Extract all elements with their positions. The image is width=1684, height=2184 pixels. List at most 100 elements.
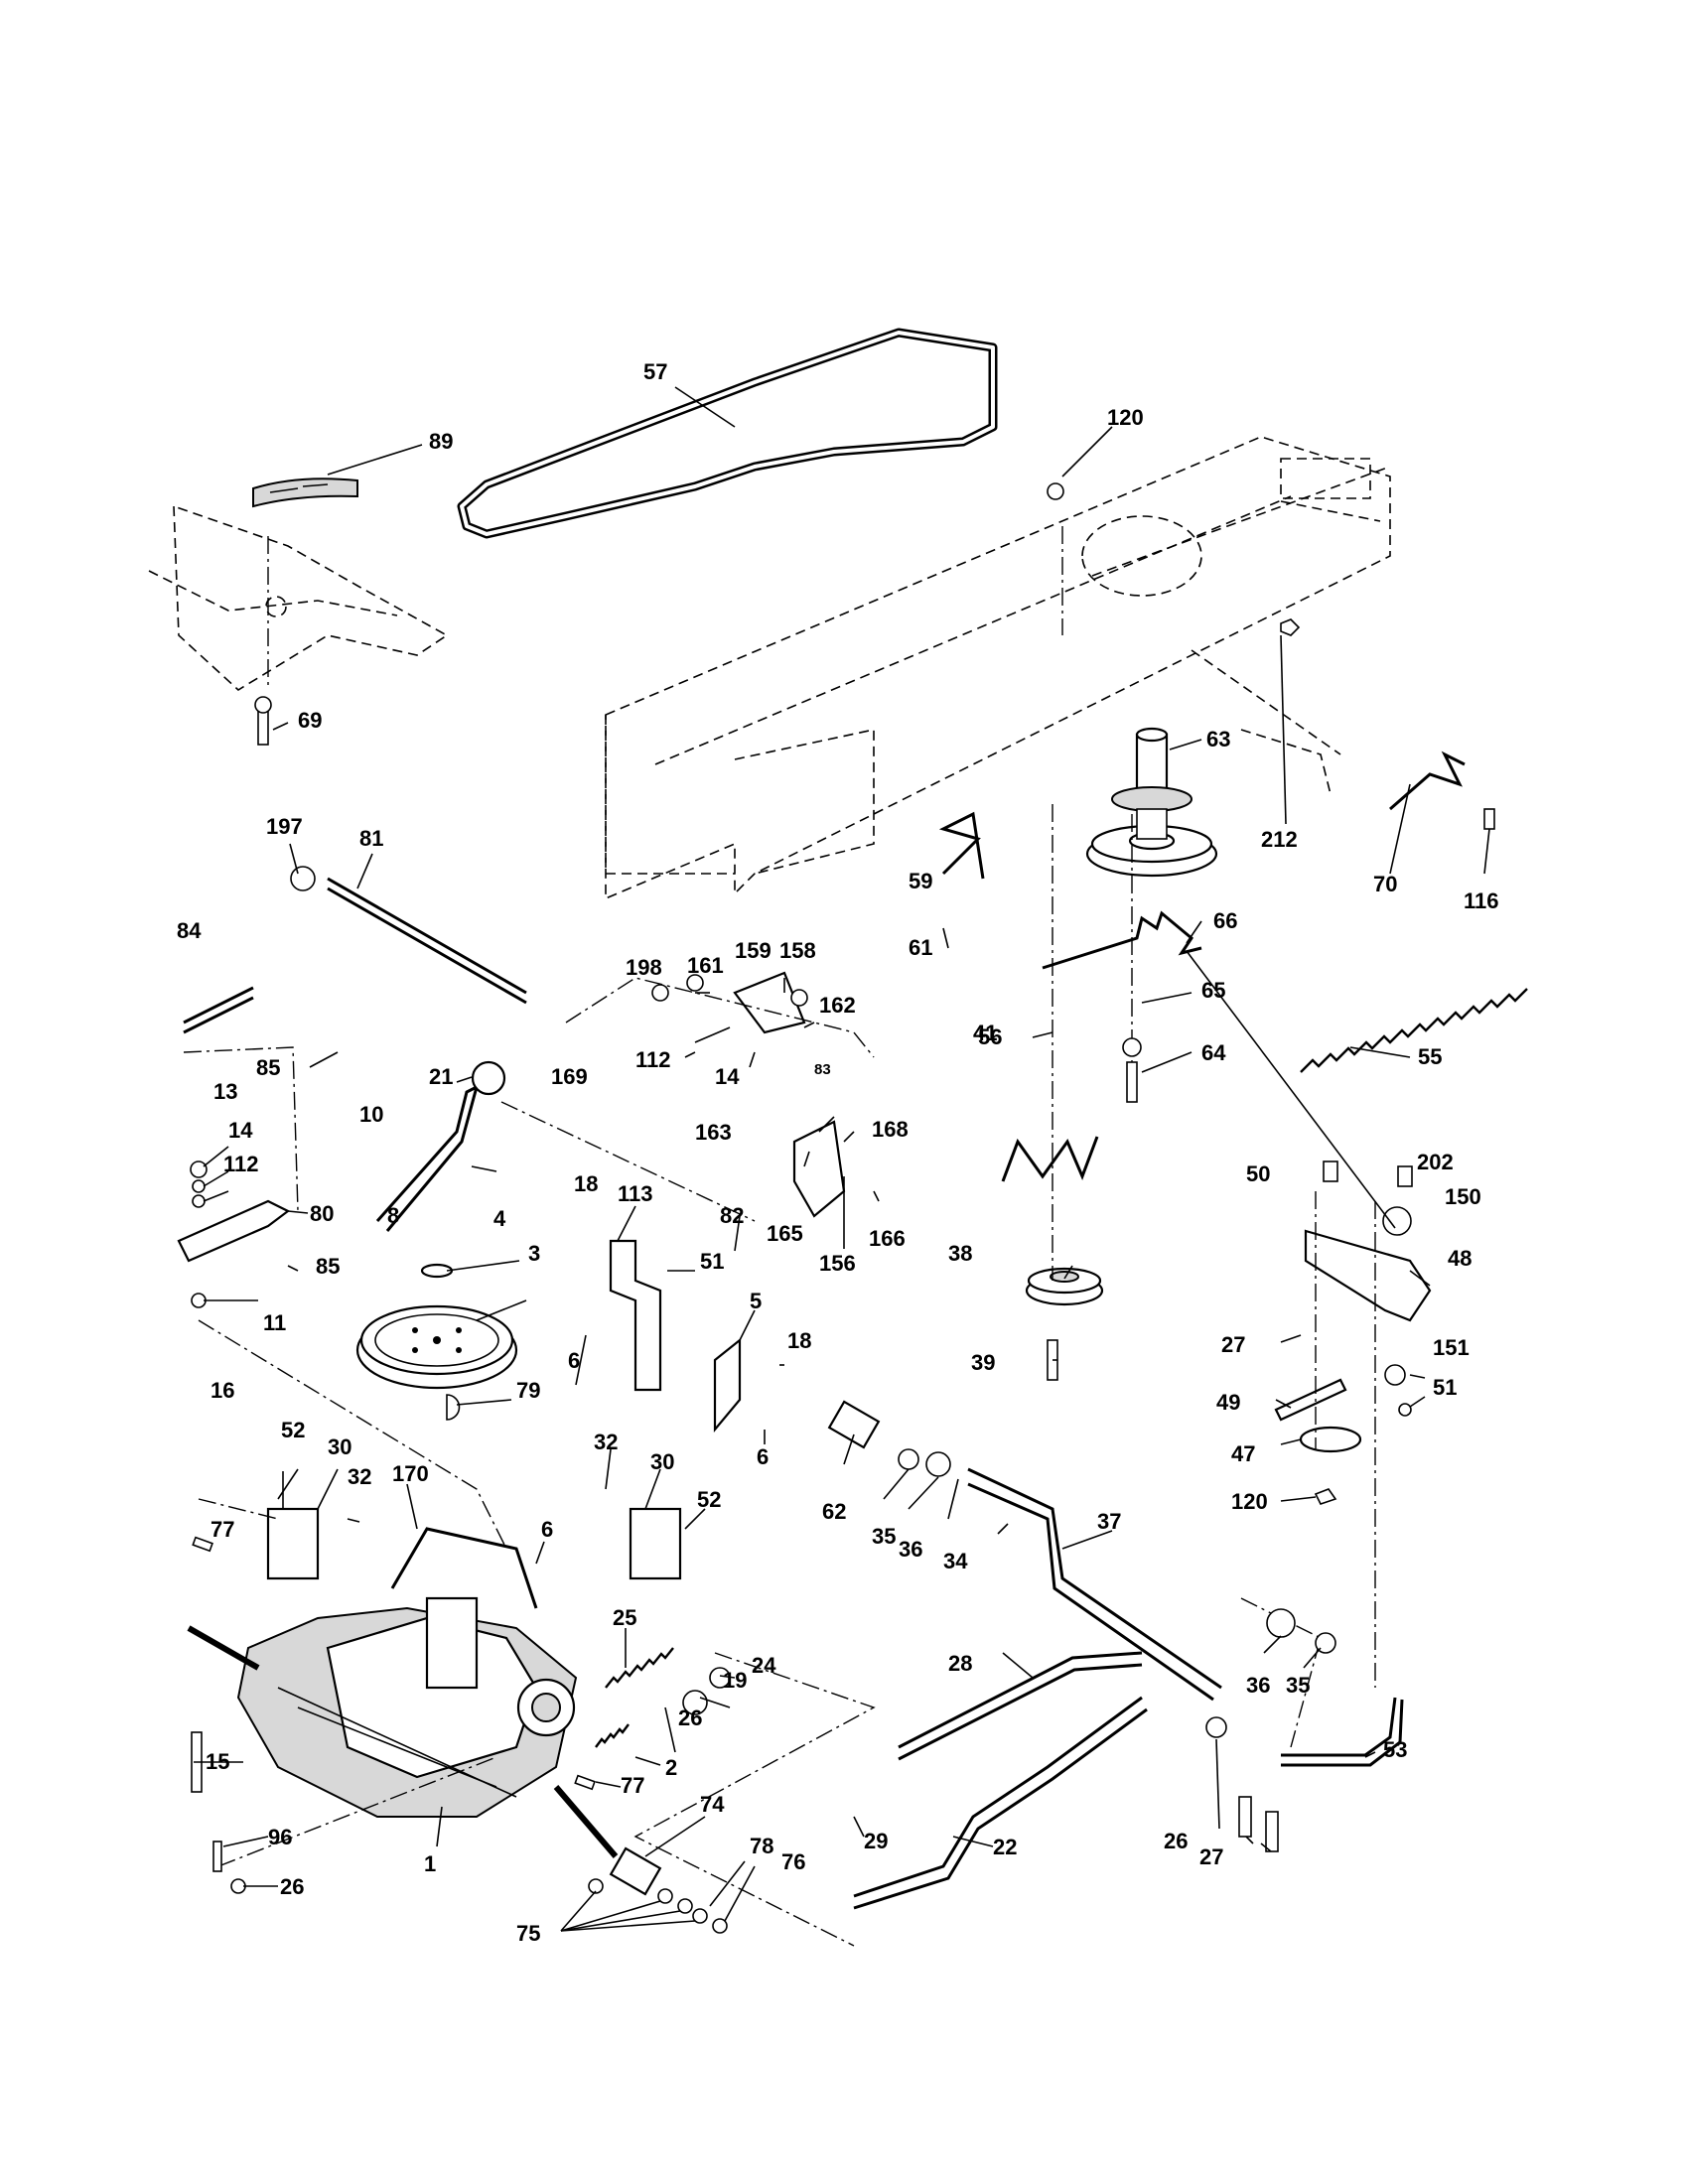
spacer-74: [609, 1846, 662, 1896]
callout-22: 22: [993, 1835, 1017, 1859]
callout-162: 162: [819, 993, 856, 1018]
bracket-5: [713, 1337, 742, 1433]
callout-10: 10: [359, 1102, 383, 1127]
spacer-62: [827, 1400, 881, 1449]
wire-70: [1389, 751, 1466, 811]
callout-89: 89: [429, 429, 453, 454]
callout-120b: 120: [1231, 1489, 1268, 1514]
callout-16: 16: [210, 1378, 234, 1403]
callout-66: 66: [1213, 908, 1237, 933]
callout-159: 159: [735, 938, 772, 963]
callout-84: 84: [177, 918, 202, 943]
callout-25: 25: [613, 1605, 636, 1630]
callout-169: 169: [551, 1064, 588, 1089]
fasteners: [190, 482, 1495, 1934]
callout-120: 120: [1107, 405, 1144, 430]
rod-66: [1042, 910, 1202, 970]
callout-51a: 51: [700, 1249, 724, 1274]
rod-22: [853, 1696, 1148, 1910]
pedal-pad: [252, 478, 358, 508]
callout-158: 158: [779, 938, 816, 963]
callout-4: 4: [493, 1206, 506, 1231]
spring-2: [595, 1723, 630, 1748]
callout-35a: 35: [872, 1524, 896, 1549]
callout-61: 61: [909, 935, 932, 960]
callout-14a: 14: [715, 1064, 740, 1089]
callout-63: 63: [1206, 727, 1230, 751]
callout-85b: 85: [316, 1254, 340, 1279]
knob-21: [471, 1060, 506, 1096]
callout-166: 166: [869, 1226, 906, 1251]
callout-34: 34: [943, 1549, 968, 1573]
rod-28: [898, 1651, 1143, 1761]
callout-27b: 27: [1199, 1844, 1223, 1869]
callout-77a: 77: [210, 1517, 234, 1542]
callout-77b: 77: [621, 1773, 644, 1798]
callout-51b: 51: [1433, 1375, 1457, 1400]
callout-150: 150: [1445, 1184, 1481, 1209]
callout-11: 11: [263, 1310, 286, 1335]
rod-84: [183, 986, 254, 1034]
callout-151: 151: [1433, 1335, 1470, 1360]
bracket-165: [792, 1120, 846, 1218]
callout-197: 197: [266, 814, 303, 839]
callout-59: 59: [909, 869, 932, 893]
callout-32b: 32: [594, 1430, 618, 1454]
plate-30a: [266, 1507, 320, 1580]
callout-52b: 52: [697, 1487, 721, 1512]
rod-170: [390, 1527, 538, 1609]
callout-39: 39: [971, 1350, 995, 1375]
callout-75: 75: [516, 1921, 540, 1946]
plate-30b: [629, 1507, 682, 1580]
hood-outline: [148, 505, 449, 691]
callout-69: 69: [298, 708, 322, 733]
callout-116: 116: [1464, 888, 1499, 913]
callout-78: 78: [750, 1834, 773, 1858]
engine-pulley: [1085, 727, 1218, 878]
callout-83: 83: [814, 1061, 831, 1078]
callout-35b: 35: [1286, 1673, 1310, 1698]
callout-15: 15: [206, 1749, 229, 1774]
wire-clip-41: [1001, 1136, 1099, 1182]
callout-29: 29: [864, 1829, 888, 1853]
callout-74: 74: [700, 1792, 725, 1817]
callout-30b: 30: [650, 1449, 674, 1474]
callout-165: 165: [767, 1221, 803, 1246]
callout-24: 24: [752, 1653, 776, 1678]
callout-47: 47: [1231, 1441, 1255, 1466]
callout-76: 76: [781, 1849, 805, 1874]
callout-65: 65: [1201, 978, 1225, 1003]
callout-62: 62: [822, 1499, 846, 1524]
callout-labels: 57 120 89 69 63 212 70 116 197 81 59 61 …: [177, 359, 1499, 1946]
callout-36a: 36: [899, 1537, 922, 1562]
callout-161: 161: [687, 953, 724, 978]
callout-70: 70: [1373, 872, 1397, 896]
rod-34-37: [967, 1467, 1222, 1702]
transaxle-pulley: [355, 1304, 518, 1390]
callout-56: 56: [978, 1024, 1002, 1049]
wire-59: [938, 811, 985, 880]
callout-27a: 27: [1221, 1332, 1245, 1357]
callout-26a: 26: [678, 1706, 702, 1730]
callout-168: 168: [872, 1117, 909, 1142]
callout-26c: 26: [280, 1874, 304, 1899]
pulley-47: [1299, 1426, 1362, 1453]
callout-26b: 26: [1164, 1829, 1188, 1853]
bracket-158: [733, 971, 806, 1034]
callout-79: 79: [516, 1378, 540, 1403]
rod-81: [327, 877, 527, 1005]
callout-50: 50: [1246, 1161, 1270, 1186]
callout-6a: 6: [568, 1348, 580, 1373]
callout-6b: 6: [757, 1444, 769, 1469]
rod-53: [1281, 1697, 1404, 1767]
callout-18b: 18: [787, 1328, 811, 1353]
callout-202: 202: [1417, 1150, 1454, 1174]
idler-pulley-38: [1025, 1267, 1104, 1306]
callout-112a: 112: [635, 1047, 671, 1072]
callout-13: 13: [213, 1079, 237, 1104]
callout-212: 212: [1261, 827, 1298, 852]
callout-82: 82: [720, 1203, 744, 1228]
callout-55: 55: [1418, 1044, 1442, 1069]
callout-112b: 112: [223, 1152, 259, 1176]
